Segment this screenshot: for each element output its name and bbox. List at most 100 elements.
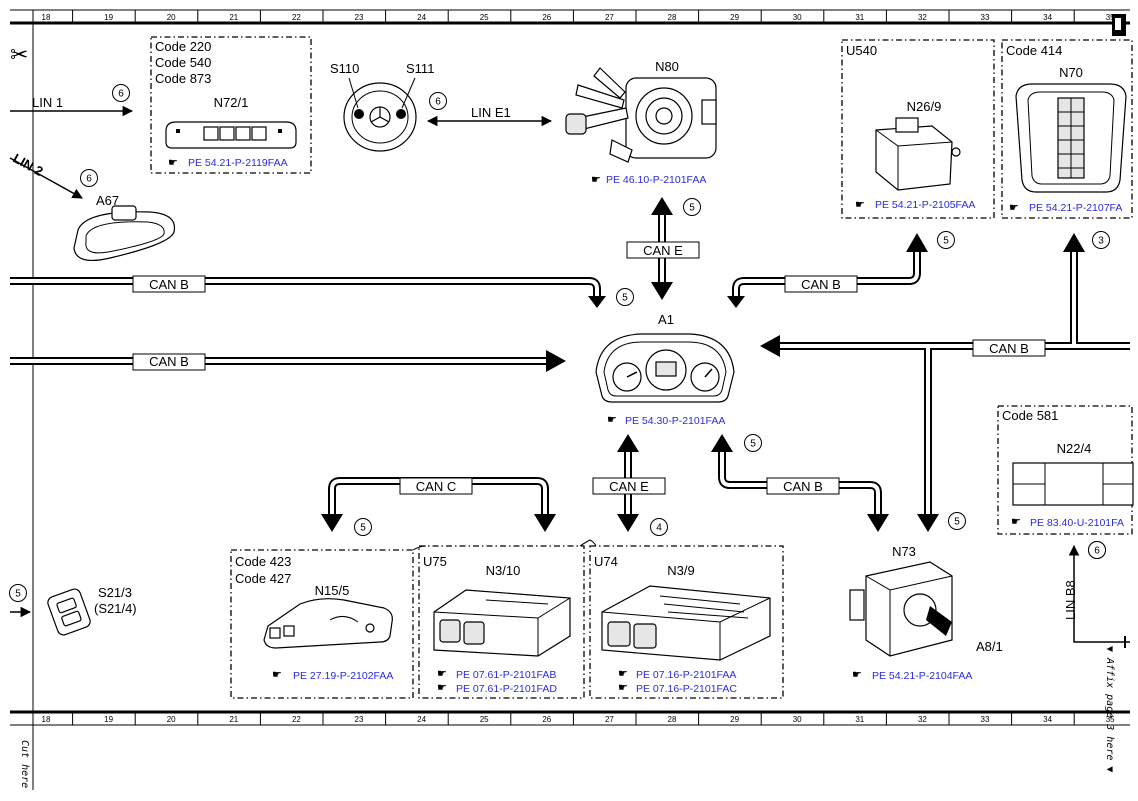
ruler-column-number: 31 xyxy=(855,715,864,724)
steering-wheel-icon xyxy=(343,82,417,152)
circle-ref-number: 5 xyxy=(937,231,955,249)
ruler-column-number: 21 xyxy=(229,13,238,22)
can-b-label-1: CAN B xyxy=(149,277,189,292)
n72-1-code-3: Code 873 xyxy=(155,71,211,86)
n22-4-code: Code 581 xyxy=(1002,408,1058,423)
doc-hand-icon: ☛ xyxy=(437,668,447,680)
n80-name: N80 xyxy=(655,59,679,74)
ruler-column-number: 29 xyxy=(730,13,739,22)
doc-hand-icon: ☛ xyxy=(1011,516,1021,528)
n15-5-ref-link[interactable]: PE 27.19-P-2102FAA xyxy=(293,670,393,682)
instrument-cluster-icon xyxy=(595,333,735,403)
circle-ref-number: 3 xyxy=(1092,231,1110,249)
svg-text:5: 5 xyxy=(954,517,960,528)
svg-text:6: 6 xyxy=(435,97,441,108)
svg-text:5: 5 xyxy=(943,236,949,247)
doc-hand-icon: ☛ xyxy=(437,682,447,694)
gearbox-module-icon xyxy=(263,598,393,649)
svg-text:6: 6 xyxy=(86,174,92,185)
ruler-column-number: 35 xyxy=(1106,13,1115,22)
ruler-column-number: 22 xyxy=(292,13,301,22)
ruler-column-number: 26 xyxy=(542,13,551,22)
ruler-column-number: 20 xyxy=(167,13,176,22)
svg-text:5: 5 xyxy=(622,293,628,304)
can-e-label-2: CAN E xyxy=(609,479,649,494)
n15-5-box xyxy=(230,549,414,699)
ignition-switch-icon xyxy=(849,561,953,657)
n3-9-ref-link-1[interactable]: PE 07.16-P-2101FAA xyxy=(636,669,736,681)
ruler-column-number: 33 xyxy=(981,13,990,22)
ruler-column-number: 29 xyxy=(730,715,739,724)
circle-ref-number: 5 xyxy=(948,512,966,530)
ruler-column-number: 25 xyxy=(480,13,489,22)
engine-control-unit-icon xyxy=(601,585,771,661)
n3-10-ref-link-1[interactable]: PE 07.61-P-2101FAB xyxy=(456,669,556,681)
n70-ref-link[interactable]: PE 54.21-P-2107FA xyxy=(1029,202,1122,214)
n72-1-ref-link[interactable]: PE 54.21-P-2119FAA xyxy=(188,157,288,169)
n70-name: N70 xyxy=(1059,65,1083,80)
a67-name: A67 xyxy=(96,193,119,208)
svg-text:6: 6 xyxy=(1094,546,1100,557)
n3-10-box xyxy=(418,545,585,699)
a1-ref-link[interactable]: PE 54.30-P-2101FAA xyxy=(625,415,725,427)
control-unit-icon xyxy=(875,117,961,191)
circle-ref-number: 6 xyxy=(112,84,130,102)
climate-control-panel-icon xyxy=(1012,462,1134,506)
engine-control-unit-icon xyxy=(433,589,571,657)
can-b-label-4: CAN B xyxy=(989,341,1029,356)
ruler-column-number: 27 xyxy=(605,715,614,724)
n80-ref-link[interactable]: PE 46.10-P-2101FAA xyxy=(606,174,706,186)
doc-hand-icon: ☛ xyxy=(607,414,617,426)
svg-text:5: 5 xyxy=(750,439,756,450)
doc-hand-icon: ☛ xyxy=(618,668,628,680)
ruler-column-number: 30 xyxy=(793,715,802,724)
s21-3-name: S21/3 xyxy=(98,585,132,600)
overhead-control-panel-icon xyxy=(1015,83,1127,193)
n70-code: Code 414 xyxy=(1006,43,1062,58)
circle-ref-number: 6 xyxy=(429,92,447,110)
n3-10-ref-link-2[interactable]: PE 07.61-P-2101FAD xyxy=(456,683,557,695)
n15-5-code-1: Code 423 xyxy=(235,554,291,569)
circle-ref-number: 6 xyxy=(80,169,98,187)
n3-9-name: N3/9 xyxy=(667,563,694,578)
ruler-column-number: 32 xyxy=(918,715,927,724)
doc-hand-icon: ☛ xyxy=(168,157,178,169)
n3-9-ref-link-2[interactable]: PE 07.16-P-2101FAC xyxy=(636,683,737,695)
steering-column-module-icon xyxy=(565,67,717,163)
doc-hand-icon: ☛ xyxy=(852,669,862,681)
ruler-column-number: 30 xyxy=(793,13,802,22)
doc-hand-icon: ☛ xyxy=(591,174,601,186)
ruler-column-number: 28 xyxy=(668,715,677,724)
a1-name: A1 xyxy=(658,312,674,327)
affix-note: ▼ Affix page 3 here ▼ xyxy=(1104,646,1115,772)
circle-ref-number: 5 xyxy=(616,288,634,306)
lin1-label: LIN 1 xyxy=(32,95,63,110)
ruler-column-number: 19 xyxy=(104,715,113,724)
svg-text:5: 5 xyxy=(689,203,695,214)
rearview-mirror-icon xyxy=(73,205,176,261)
svg-text:5: 5 xyxy=(15,589,21,600)
n26-9-ref-link[interactable]: PE 54.21-P-2105FAA xyxy=(875,199,975,211)
n26-9-box xyxy=(841,39,995,219)
n3-10-name: N3/10 xyxy=(486,563,521,578)
doc-hand-icon: ☛ xyxy=(855,199,865,211)
n72-1-code-2: Code 540 xyxy=(155,55,211,70)
ruler-column-number: 35 xyxy=(1106,715,1115,724)
circle-ref-number: 5 xyxy=(354,518,372,536)
n73-ref-link[interactable]: PE 54.21-P-2104FAA xyxy=(872,670,972,682)
circle-ref-number: 5 xyxy=(9,584,27,602)
doc-hand-icon: ☛ xyxy=(1009,202,1019,214)
n22-4-ref-link[interactable]: PE 83.40-U-2101FA xyxy=(1030,517,1124,529)
scissors-icon: ✂ xyxy=(10,42,28,67)
ruler-column-number: 34 xyxy=(1043,13,1052,22)
n15-5-code-2: Code 427 xyxy=(235,571,291,586)
ruler-column-number: 34 xyxy=(1043,715,1052,724)
ruler-column-number: 21 xyxy=(229,715,238,724)
ruler-column-number: 24 xyxy=(417,715,426,724)
circle-refs: 66665535545556 xyxy=(9,84,1110,602)
doc-hand-icon: ☛ xyxy=(272,669,282,681)
n3-10-code: U75 xyxy=(423,554,447,569)
ruler-column-number: 27 xyxy=(605,13,614,22)
can-c-label: CAN C xyxy=(416,479,456,494)
cut-here-note: Cut here xyxy=(19,740,30,788)
